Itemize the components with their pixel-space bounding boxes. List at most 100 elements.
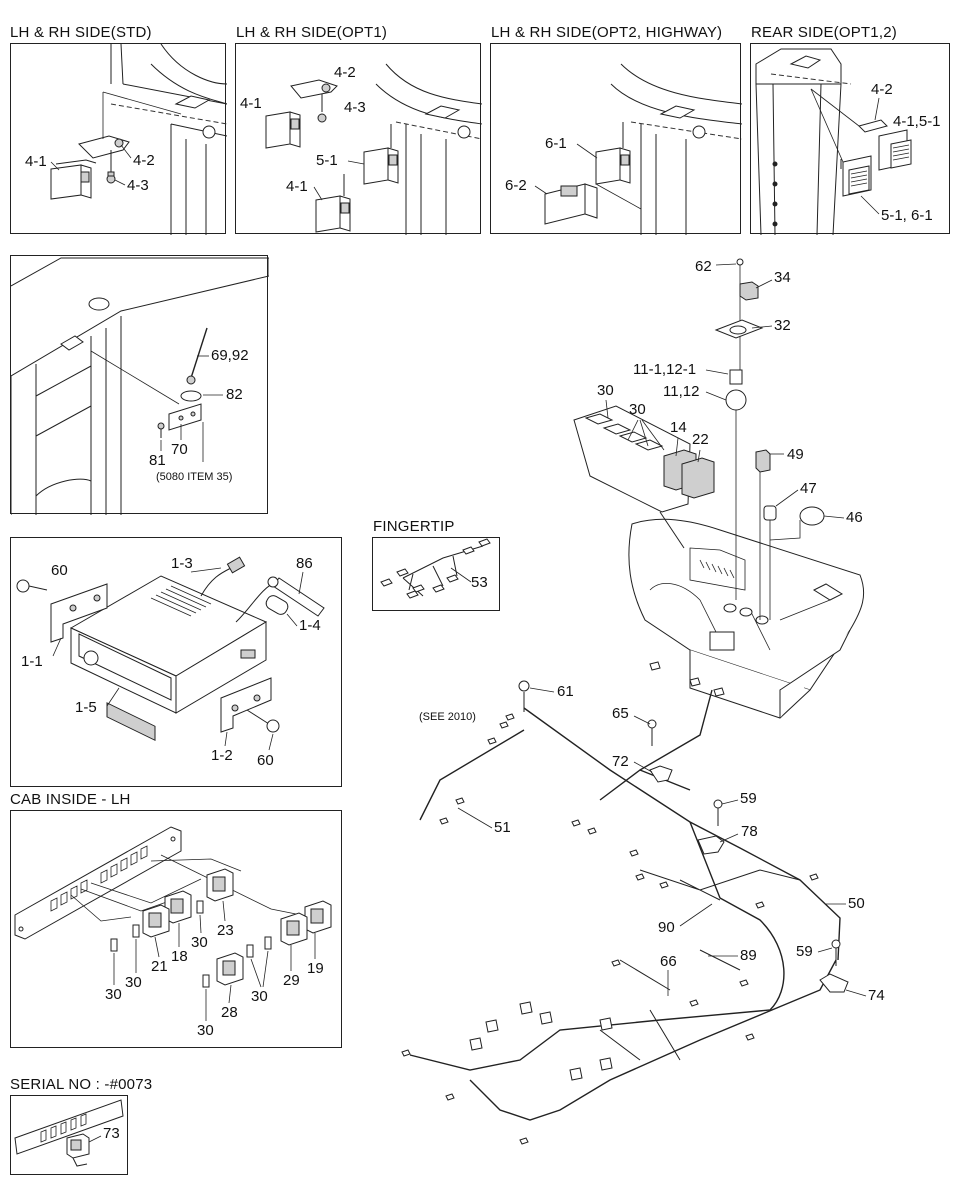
lamp-4-1-lower [315, 174, 351, 233]
antenna-label-82: 82 [226, 386, 243, 403]
main-label-49: 49 [787, 446, 804, 463]
radio-label-1-3: 1-3 [171, 555, 193, 572]
cab-frame-outline [610, 63, 742, 235]
cab-label-30-c: 30 [105, 986, 122, 1003]
lamp-5-1-6-1 [840, 155, 872, 197]
switch-73 [66, 1133, 90, 1167]
cab-label-23: 23 [217, 922, 234, 939]
cab-label-30-b: 30 [125, 974, 142, 991]
std-label-4-1: 4-1 [25, 153, 47, 170]
serial-drawing: 73 [14, 1099, 124, 1167]
panel-std: 4-1 4-2 4-3 [10, 43, 227, 235]
radio-drawing: 60 1-3 86 1-4 1-1 1-5 1-2 60 [16, 555, 325, 769]
lamp-6-1 [595, 122, 631, 185]
opt1-label-5-1: 5-1 [316, 152, 338, 169]
main-label-78: 78 [741, 823, 758, 840]
rear-drawing: 4-2 4-1,5-1 5-1, 6-1 [755, 48, 941, 235]
bracket-4-2 [290, 79, 338, 99]
lamp-5-1 [363, 124, 399, 185]
switch-23 [206, 868, 234, 902]
panel-title-serial: SERIAL NO : -#0073 [10, 1076, 153, 1093]
main-label-11-12: 11,12 [663, 383, 699, 400]
console-base [628, 518, 865, 719]
switch-panel-old [14, 1099, 124, 1155]
radio-label-86: 86 [296, 555, 313, 572]
main-label-51: 51 [494, 819, 511, 836]
main-label-see-2010: (SEE 2010) [419, 711, 476, 723]
std-label-4-2: 4-2 [133, 152, 155, 169]
cab-label-28: 28 [221, 1004, 238, 1021]
panel-opt1: 4-2 4-1 4-3 5-1 4-1 [235, 43, 482, 235]
panel-title-rear: REAR SIDE(OPT1,2) [751, 24, 897, 41]
main-label-72: 72 [612, 753, 629, 770]
mount-82 [180, 390, 202, 402]
main-label-32: 32 [774, 317, 791, 334]
bolt-59-lower [831, 939, 841, 966]
antenna-label-5080-item-35: (5080 ITEM 35) [156, 471, 232, 483]
switch-panel [14, 826, 182, 940]
radio-label-60-top: 60 [51, 562, 68, 579]
connector-1-3 [200, 556, 246, 597]
opt1-label-4-1-lower: 4-1 [286, 178, 308, 195]
lamp-4-1-5-1 [878, 129, 912, 171]
opt2-drawing: 6-1 6-2 [505, 63, 742, 235]
bracket-4-2 [78, 135, 130, 159]
bracket-70 [168, 403, 202, 431]
main-label-30-b: 30 [629, 401, 646, 418]
inserts-30 [110, 900, 272, 988]
serial-label-73: 73 [103, 1125, 120, 1142]
opt2-label-6-1: 6-1 [545, 135, 567, 152]
radio-label-1-1: 1-1 [21, 653, 43, 670]
radio-label-1-4: 1-4 [299, 617, 321, 634]
screw-60-left [16, 579, 48, 593]
panel-cab-inside: 23 30 18 21 30 30 19 29 30 28 30 [10, 810, 342, 1048]
bolt-59-upper [713, 799, 723, 826]
fingertip-drawing: 53 [380, 538, 491, 599]
wire-leads [70, 854, 302, 922]
switch-28 [216, 952, 244, 986]
panel-serial: 73 [10, 1095, 128, 1175]
opt1-label-4-1: 4-1 [240, 95, 262, 112]
screw-4-3 [106, 150, 116, 184]
panel-rear: 4-2 4-1,5-1 5-1, 6-1 [750, 43, 950, 235]
antenna-label-81: 81 [149, 452, 166, 469]
fingertip-label-53: 53 [471, 574, 488, 591]
main-label-11-1-12-1: 11-1,12-1 [633, 361, 696, 378]
panel-antenna: 69,92 82 70 81 (5080 ITEM 35) [10, 255, 269, 515]
main-label-59-upper: 59 [740, 790, 757, 807]
cab-frame-outline [110, 44, 227, 235]
connector-stubs [401, 661, 819, 1145]
panel-title-opt1: LH & RH SIDE(OPT1) [236, 24, 388, 41]
faceplate-1-5 [78, 633, 172, 741]
opt2-label-6-2: 6-2 [505, 177, 527, 194]
antenna-lead-86 [235, 576, 325, 623]
bracket-1-1 [50, 583, 108, 643]
key-switch-column [714, 258, 825, 620]
radio-label-1-5: 1-5 [75, 699, 97, 716]
radio-label-60-bottom: 60 [257, 752, 274, 769]
bolt-61 [518, 680, 530, 712]
antenna-drawing: 69,92 82 70 81 (5080 ITEM 35) [11, 257, 269, 515]
radio-label-1-2: 1-2 [211, 747, 233, 764]
rear-label-4-1-5-1: 4-1,5-1 [893, 113, 941, 130]
main-label-50: 50 [848, 895, 865, 912]
cab-label-19: 19 [307, 960, 324, 977]
opt1-label-4-2: 4-2 [334, 64, 356, 81]
switch-bank-14-22-30 [573, 405, 715, 549]
panel-title-fingertip: FINGERTIP [373, 518, 455, 535]
lamp-6-2 [544, 183, 598, 225]
screw-60-right [246, 709, 280, 733]
panel-opt2: 6-1 6-2 [490, 43, 742, 235]
main-label-47: 47 [800, 480, 817, 497]
cab-roof-outline [11, 257, 269, 515]
panel-title-opt2: LH & RH SIDE(OPT2, HIGHWAY) [491, 24, 723, 41]
antenna-69-92 [186, 327, 208, 385]
cab-label-30-a: 30 [191, 934, 208, 951]
cab-frame-outline [375, 63, 482, 235]
antenna-label-70: 70 [171, 441, 188, 458]
panel-title-cab-inside: CAB INSIDE - LH [10, 791, 131, 808]
main-label-46: 46 [846, 509, 863, 526]
main-label-59-lower: 59 [796, 943, 813, 960]
marker-lamp-4-1 [50, 159, 97, 200]
